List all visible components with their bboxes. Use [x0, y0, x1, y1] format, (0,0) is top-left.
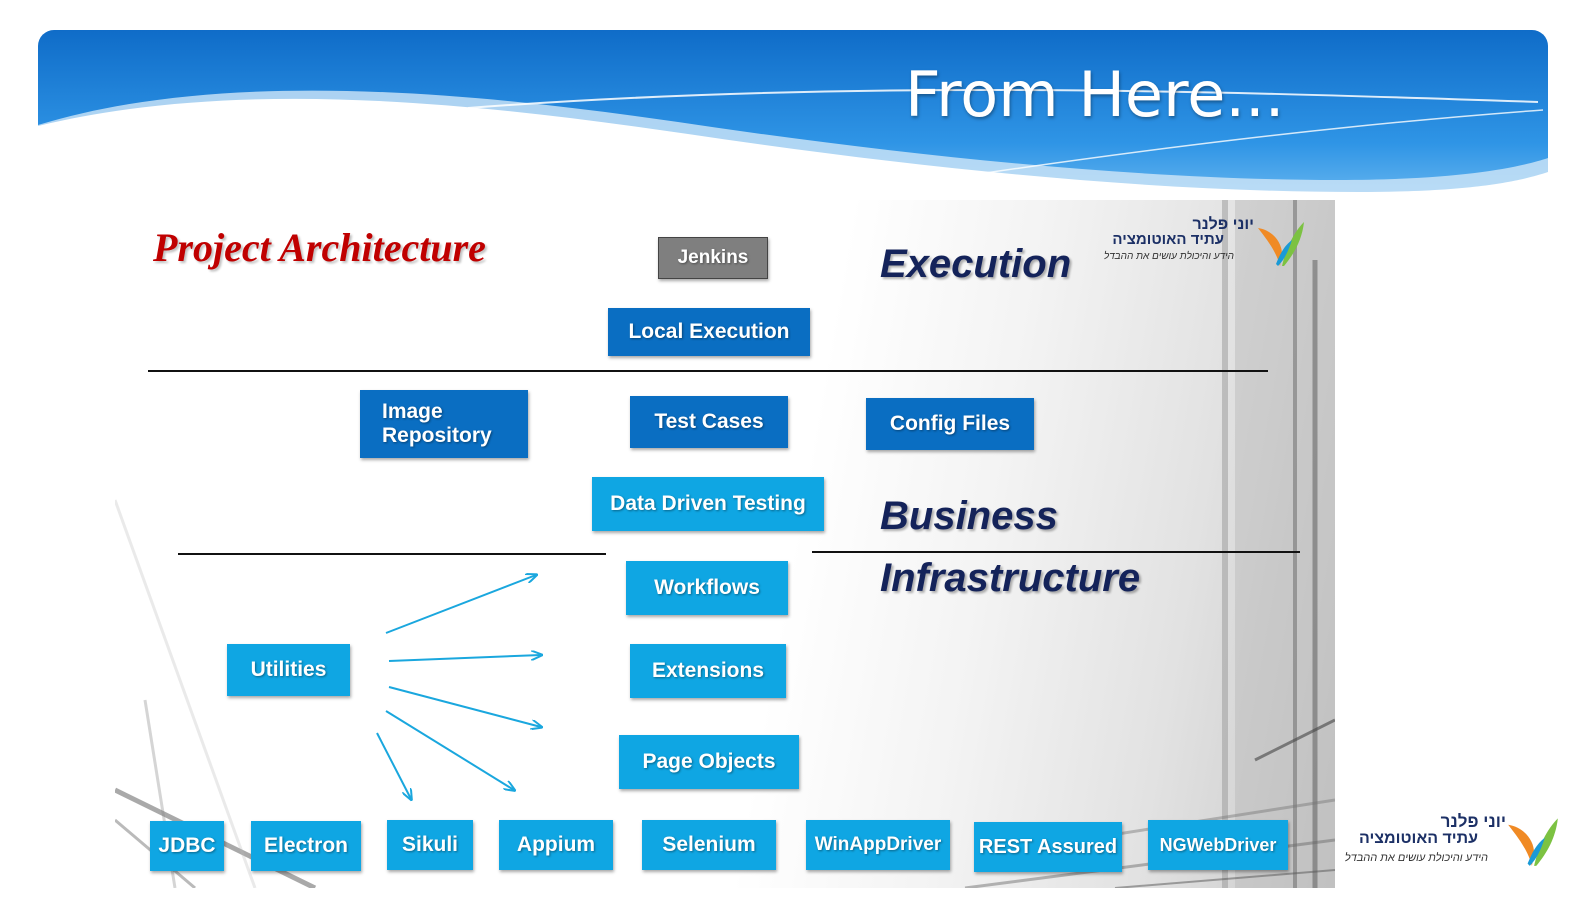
tool-box-sikuli: Sikuli — [387, 820, 473, 870]
local-execution-box: Local Execution — [608, 308, 810, 356]
image-repository-box: Image Repository — [360, 390, 528, 458]
logo-org-text: עתיד האוטומציה — [1358, 830, 1478, 847]
logo-tagline-text: הידע והיכולת עושים את ההבדל — [1344, 852, 1488, 864]
layer-label-infrastructure: Infrastructure — [880, 556, 1141, 600]
utilities-box: Utilities — [227, 644, 350, 696]
company-logo-bottom: יוני פלנר עתיד האוטומציה הידע והיכולת עו… — [1338, 812, 1558, 870]
separator-line — [148, 370, 1268, 372]
jenkins-box: Jenkins — [658, 237, 768, 279]
logo-leaf-icon — [1508, 818, 1558, 866]
header-wave-graphic — [38, 30, 1548, 220]
layer-label-business: Business — [880, 494, 1058, 538]
layer-label-execution: Execution — [880, 242, 1072, 286]
header-band — [38, 30, 1548, 220]
tool-box-ngwebdriver: NGWebDriver — [1148, 820, 1288, 870]
separator-line — [178, 553, 606, 555]
tool-box-selenium: Selenium — [642, 820, 776, 870]
tool-box-winappdriver: WinAppDriver — [806, 820, 950, 870]
config-files-box: Config Files — [866, 398, 1034, 450]
logo-name-text: יוני פלנר — [1192, 216, 1254, 233]
logo-leaf-icon — [1258, 222, 1304, 266]
diagram-title: Project Architecture — [153, 225, 486, 270]
separator-line — [812, 551, 1300, 553]
logo-tagline-text: הידע והיכולת עושים את ההבדל — [1103, 251, 1234, 262]
tool-box-appium: Appium — [499, 820, 613, 870]
test-cases-box: Test Cases — [630, 396, 788, 448]
slide-title: From Here... — [905, 58, 1285, 131]
tool-box-jdbc: JDBC — [150, 821, 224, 871]
extensions-box: Extensions — [630, 644, 786, 698]
logo-name-text: יוני פלנר — [1440, 812, 1506, 831]
logo-org-text: עתיד האוטומציה — [1112, 231, 1224, 248]
tool-box-electron: Electron — [251, 821, 361, 871]
page-objects-box: Page Objects — [619, 735, 799, 789]
company-logo-top: יוני פלנר עתיד האוטומציה הידע והיכולת עו… — [1103, 216, 1304, 270]
workflows-box: Workflows — [626, 561, 788, 615]
data-driven-testing-box: Data Driven Testing — [592, 477, 824, 531]
tool-box-rest-assured: REST Assured — [974, 822, 1122, 872]
